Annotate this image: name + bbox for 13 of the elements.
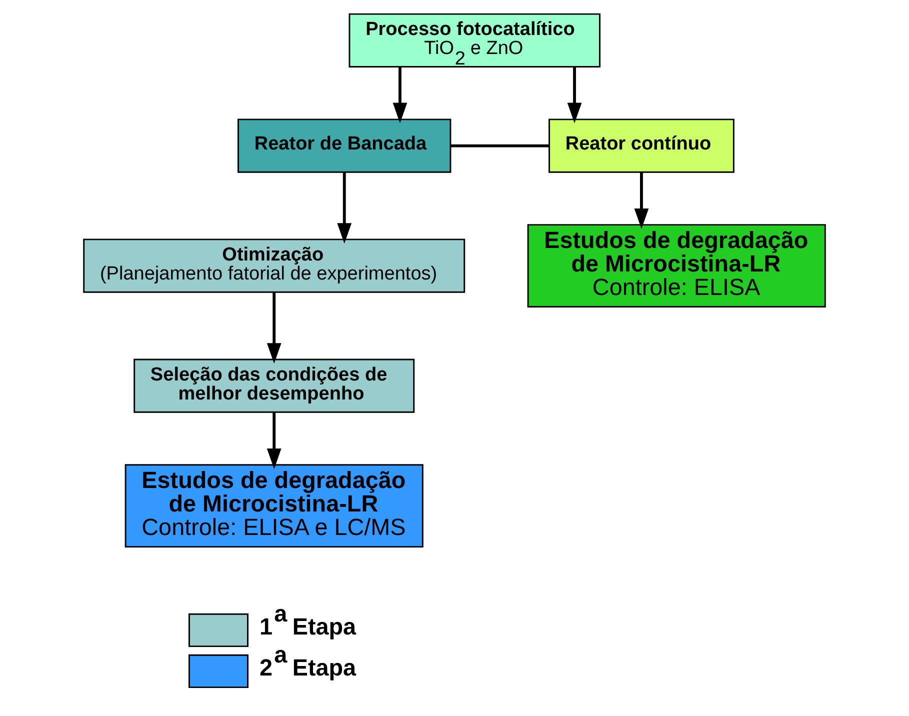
node-box: Estudos de degradação de Microcistina-LR Controle: ELISA — [527, 224, 826, 308]
arrow — [567, 67, 582, 124]
node-box: Seleção das condições de melhor desempenho — [134, 358, 415, 413]
connector — [450, 144, 550, 148]
arrow — [266, 412, 282, 470]
node-box: Otimização (Planejamento fatorial de experimentos) — [83, 238, 466, 293]
arrow — [337, 172, 352, 244]
arrow — [634, 172, 649, 230]
node-box: Reator contínuo — [548, 118, 734, 173]
node-box: Estudos de degradação de Microcistina-LR Controle: ELISA e LC/MS — [124, 464, 424, 548]
arrow — [392, 67, 408, 124]
arrow — [266, 292, 282, 364]
node-box: Reator de Bancada — [238, 118, 452, 173]
